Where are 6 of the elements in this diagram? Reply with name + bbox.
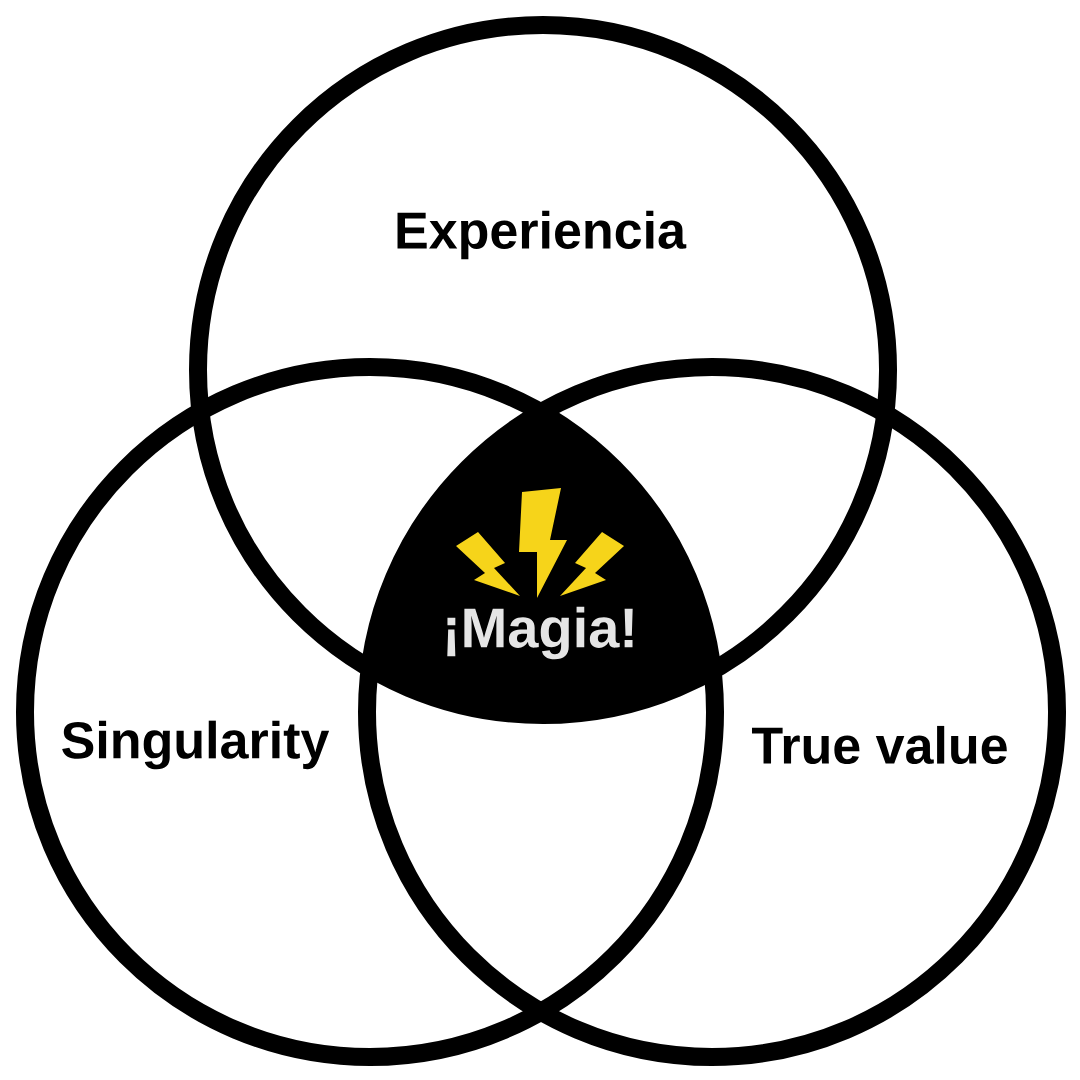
circle-label: Experiencia <box>397 210 687 260</box>
circle-label: True value <box>752 725 1007 765</box>
circle-label: Singularity <box>62 720 330 770</box>
intersection-region: ¡Magia! <box>447 606 633 660</box>
circle <box>16 358 724 1066</box>
circle <box>358 358 1066 1066</box>
